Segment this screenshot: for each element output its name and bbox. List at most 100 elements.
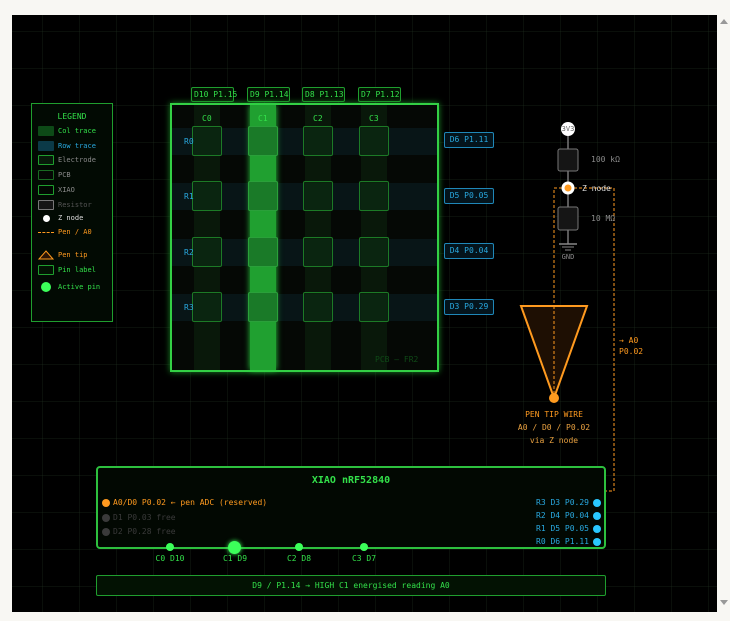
pin-dot-c1-active [228, 541, 241, 554]
pcb-material-label: PCB — FR2 [375, 355, 419, 364]
legend-label: Pen / A0 [58, 228, 92, 236]
gnd-label: GND [561, 253, 575, 261]
pin-dot-r3 [593, 498, 601, 507]
z-node-label: Z node [582, 184, 611, 193]
electrode-r0-c3 [359, 126, 389, 156]
legend-label: Row trace [58, 142, 96, 150]
vcc-node [561, 122, 575, 136]
pin-dot-r2 [593, 511, 601, 520]
legend-label: PCB [58, 171, 71, 179]
electrode-r1-c2 [303, 181, 333, 211]
dashed-line-icon [38, 231, 54, 233]
row-label: R0 [184, 137, 194, 146]
pin-label-c1: C1 D9 [222, 554, 248, 563]
electrode-r2-c1 [248, 237, 278, 267]
electrode-r2-c3 [359, 237, 389, 267]
pen-tip-title: PEN TIP WIRE [525, 410, 583, 419]
r1-label: 100 kΩ [591, 155, 620, 164]
scrollbar[interactable] [717, 15, 730, 612]
z-node-icon [42, 214, 50, 222]
legend-label: Z node [58, 214, 84, 222]
pin-dot-a0 [102, 498, 110, 507]
electrode-r0-c1 [248, 126, 278, 156]
a0-arrow-label: → A0 [619, 336, 639, 345]
col-label: C0 [202, 114, 212, 123]
electrode-r3-c0 [192, 292, 222, 322]
electrode-r1-c1 [248, 181, 278, 211]
col-pin-label-c3: D7 P1.12 [358, 87, 401, 102]
pin-label-r3: R3 D3 P0.29 [536, 498, 589, 507]
pin-label-r0: R0 D6 P1.11 [536, 537, 589, 546]
r2-label: 10 MΩ [591, 214, 616, 223]
electrode-r0-c2 [303, 126, 333, 156]
legend-label: XIAO [58, 186, 75, 194]
electrode-r3-c3 [359, 292, 389, 322]
col-label: C3 [369, 114, 379, 123]
legend-label: Pin label [58, 266, 96, 274]
pin-label-c2: C2 D8 [286, 554, 312, 563]
legend-label: Col trace [58, 127, 96, 135]
electrode-r3-c2 [303, 292, 333, 322]
electrode-r3-c1 [248, 292, 278, 322]
row-pin-label-r3: D3 P0.29 [444, 299, 494, 315]
scroll-up-icon[interactable] [720, 19, 728, 24]
pin-label-c3: C3 D7 [351, 554, 377, 563]
electrode-r0-c0 [192, 126, 222, 156]
xiao-title: XIAO nRF52840 [311, 475, 391, 486]
pin-label-c0: C0 D10 [155, 554, 185, 563]
resistor-100k [557, 148, 579, 172]
legend-panel: LEGEND Col trace Row trace Electrode PCB… [31, 103, 113, 322]
electrode-r2-c0 [192, 237, 222, 267]
pin-dot-r1 [593, 524, 601, 533]
row-label: R3 [184, 303, 194, 312]
pin-label-d2: D2 P0.28 free [113, 527, 176, 536]
pin-dot-d2 [102, 527, 110, 536]
pin-label-d1: D1 P0.03 free [113, 513, 176, 522]
pen-tip-dot [549, 393, 559, 403]
status-bar: D9 / P1.14 → HIGH C1 energised reading A… [96, 575, 606, 596]
active-pin-icon [41, 282, 51, 292]
row-label: R2 [184, 248, 194, 257]
vcc-label: 3V3 [561, 125, 575, 133]
pin-dot-c0 [166, 543, 174, 551]
electrode-swatch [38, 155, 54, 165]
scroll-down-icon[interactable] [720, 600, 728, 605]
resistor-swatch [38, 200, 54, 210]
pin-label-r2: R2 D4 P0.04 [536, 511, 589, 520]
col-pin-label-c2: D8 P1.13 [302, 87, 345, 102]
pin-dot-c3 [360, 543, 368, 551]
col-pin-label-c1: D9 P1.14 [247, 87, 290, 102]
electrode-r1-c3 [359, 181, 389, 211]
pcb-swatch [38, 170, 54, 180]
pin-dot-r0 [593, 537, 601, 546]
triangle-icon [38, 250, 54, 260]
electrode-r2-c2 [303, 237, 333, 267]
pen-tip-pins: A0 / D0 / P0.02 [517, 423, 591, 432]
col-label: C2 [313, 114, 323, 123]
legend-label: Resistor [58, 201, 92, 209]
pen-a0-wire [553, 187, 615, 492]
a0-pin-label: P0.02 [619, 347, 644, 356]
pin-dot-d1 [102, 513, 110, 522]
row-pin-label-r0: D6 P1.11 [444, 132, 494, 148]
legend-label: Pen tip [58, 251, 88, 259]
electrode-r1-c0 [192, 181, 222, 211]
row-pin-label-r2: D4 P0.04 [444, 243, 494, 259]
pin-dot-c2 [295, 543, 303, 551]
resistor-10m [557, 206, 579, 231]
legend-label: Electrode [58, 156, 96, 164]
pen-tip-via: via Z node [529, 436, 579, 445]
pin-label-r1: R1 D5 P0.05 [536, 524, 589, 533]
xiao-board: XIAO nRF52840 A0/D0 P0.02 ← pen ADC (res… [96, 466, 606, 549]
legend-label: Active pin [58, 283, 101, 291]
col-pin-label-c0: D10 P1.15 [191, 87, 237, 102]
row-trace-swatch [38, 141, 54, 151]
col-label: C1 [258, 114, 268, 123]
row-pin-label-r1: D5 P0.05 [444, 188, 494, 204]
pin-label-a0: A0/D0 P0.02 ← pen ADC (reserved) [113, 498, 268, 507]
legend-title: LEGEND [57, 112, 87, 121]
pcb-board: C0 C1 C2 C3 R0 R1 R2 R3 PCB — FR2 [170, 103, 439, 372]
col-trace-swatch [38, 126, 54, 136]
row-label: R1 [184, 192, 194, 201]
